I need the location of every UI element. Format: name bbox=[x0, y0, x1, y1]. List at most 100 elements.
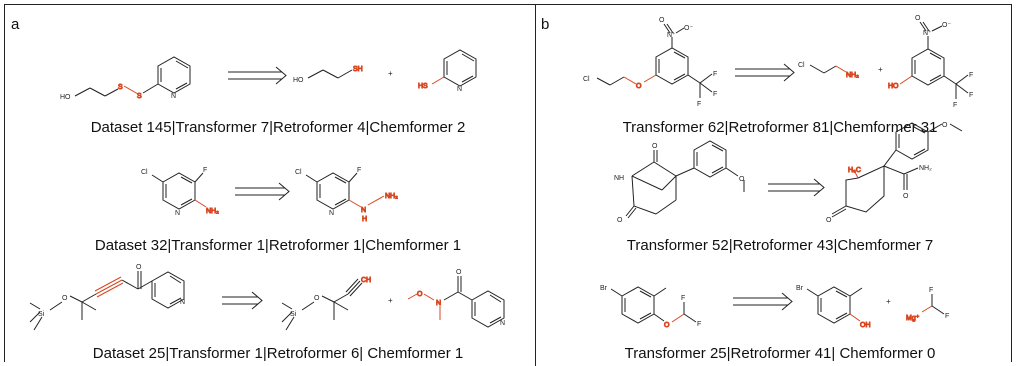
atom-label: O bbox=[636, 83, 642, 90]
plus-sign: + bbox=[388, 69, 393, 78]
atom-label: HO bbox=[60, 94, 71, 101]
atom-label: F bbox=[697, 101, 701, 108]
atom-label: N bbox=[457, 86, 462, 93]
atom-label: F bbox=[969, 72, 973, 79]
caption-a-row2: Dataset 32|Transformer 1|Retroformer 1|C… bbox=[94, 237, 462, 254]
reactant-bicyclic-lactam: NH O O O bbox=[614, 140, 745, 224]
retro-arrow-icon bbox=[228, 66, 287, 85]
atom-label: OH bbox=[860, 322, 871, 329]
atom-label: N bbox=[180, 299, 185, 306]
atom-label: F bbox=[357, 167, 361, 174]
reactant-nitroarene-ether: Cl O N⁺ O⁻ O F F F bbox=[583, 17, 717, 108]
atom-label: F bbox=[203, 167, 207, 174]
product-hydrazinopyridine: Cl F N N H NH₂ bbox=[295, 167, 399, 224]
atom-label: Cl bbox=[141, 169, 148, 176]
atom-label: O bbox=[456, 269, 462, 276]
atom-label: N bbox=[436, 300, 441, 307]
atom-label: F bbox=[953, 102, 957, 109]
atom-label: N bbox=[329, 210, 334, 217]
caption-b-row2: Transformer 52|Retroformer 43|Chemformer… bbox=[626, 237, 934, 254]
atom-label: O⁻ bbox=[684, 25, 693, 32]
atom-label: F bbox=[929, 287, 933, 294]
atom-label: NH₂ bbox=[385, 193, 398, 200]
atom-label: H bbox=[362, 216, 367, 223]
atom-label: NH₂ bbox=[846, 72, 859, 79]
atom-label: O bbox=[617, 217, 623, 224]
atom-label: N bbox=[175, 210, 180, 217]
caption-b-row3: Transformer 25|Retroformer 41| Chemforme… bbox=[624, 345, 936, 362]
atom-label: SH bbox=[353, 66, 363, 73]
product-nitrophenol: HO N⁺ O⁻ O F F F bbox=[888, 15, 974, 109]
atom-label: Cl bbox=[583, 76, 590, 83]
product-grignard: Mg⁺ F F bbox=[906, 287, 950, 323]
reactant-difluoromethyl-ether: Br O F F bbox=[600, 285, 701, 330]
atom-label: NH₂ bbox=[919, 165, 932, 172]
figure-frame bbox=[4, 4, 1012, 362]
reactant-aminopyridine: Cl F N NH₂ bbox=[141, 167, 220, 217]
panel-b-label: b bbox=[541, 16, 550, 33]
atom-label: O bbox=[62, 295, 68, 302]
atom-label: O bbox=[417, 291, 423, 298]
atom-label: O bbox=[314, 295, 320, 302]
atom-label: F bbox=[681, 295, 685, 302]
atom-label: N bbox=[361, 207, 366, 214]
retro-arrow-icon bbox=[735, 63, 795, 82]
plus-sign: + bbox=[878, 65, 883, 74]
atom-label: Br bbox=[796, 285, 804, 292]
retro-arrow-icon bbox=[768, 178, 825, 197]
atom-label: S bbox=[137, 93, 142, 100]
atom-label: F bbox=[697, 321, 701, 328]
panel-a-label: a bbox=[11, 16, 20, 33]
atom-label: N⁺ bbox=[923, 29, 932, 37]
atom-label: Br bbox=[600, 285, 608, 292]
atom-label: N⁺ bbox=[667, 31, 676, 39]
atom-label: Cl bbox=[295, 169, 302, 176]
product-mercaptoethanol: HO SH bbox=[293, 66, 363, 85]
product-alkyne: Si O CH bbox=[281, 277, 372, 331]
caption-b-row1: Transformer 62|Retroformer 81|Chemformer… bbox=[622, 119, 938, 136]
caption-a-row1: Dataset 145|Transformer 7|Retroformer 4|… bbox=[90, 119, 466, 136]
atom-label: HS bbox=[418, 83, 428, 90]
atom-label: H₃C bbox=[848, 167, 861, 174]
product-chloroethylamine: Cl NH₂ bbox=[798, 62, 860, 80]
atom-label: O bbox=[652, 143, 658, 150]
atom-label: O bbox=[826, 217, 832, 224]
panel-divider bbox=[535, 4, 536, 366]
atom-label: S bbox=[118, 84, 123, 91]
atom-label: HO bbox=[888, 83, 899, 90]
caption-a-row3: Dataset 25|Transformer 1|Retroformer 6| … bbox=[92, 345, 464, 362]
atom-label: O bbox=[903, 193, 909, 200]
atom-label: HO bbox=[293, 77, 304, 84]
atom-label: Cl bbox=[798, 62, 805, 69]
reactant-ynone: Si O O N bbox=[29, 264, 185, 331]
atom-label: O bbox=[664, 322, 670, 329]
atom-label: F bbox=[713, 91, 717, 98]
atom-label: O⁻ bbox=[942, 22, 951, 29]
atom-label: O bbox=[942, 122, 948, 129]
product-cyclohexanone-amide: O H₃C NH₂ O O bbox=[826, 122, 963, 224]
plus-sign: + bbox=[886, 297, 891, 306]
atom-label: F bbox=[713, 71, 717, 78]
plus-sign: + bbox=[388, 296, 393, 305]
atom-label: N bbox=[171, 93, 176, 100]
atom-label: Si bbox=[290, 311, 297, 318]
atom-label: O bbox=[659, 17, 665, 24]
atom-label: N bbox=[500, 320, 505, 327]
atom-label: Si bbox=[38, 311, 45, 318]
atom-label: NH₂ bbox=[206, 208, 219, 215]
atom-label: F bbox=[969, 92, 973, 99]
retro-arrow-icon bbox=[733, 292, 793, 311]
atom-label: CH bbox=[361, 277, 371, 284]
product-mercaptopyridine: HS N bbox=[418, 49, 477, 93]
product-bromophenol: Br OH bbox=[796, 285, 871, 330]
reactant-disulfide: HO S S N bbox=[60, 56, 191, 101]
atom-label: NH bbox=[614, 175, 624, 182]
atom-label: F bbox=[945, 313, 949, 320]
atom-label: O bbox=[739, 176, 745, 183]
retro-arrow-icon bbox=[222, 291, 263, 310]
retro-arrow-icon bbox=[235, 182, 290, 201]
atom-label: Mg⁺ bbox=[906, 314, 920, 322]
atom-label: O bbox=[915, 15, 921, 22]
